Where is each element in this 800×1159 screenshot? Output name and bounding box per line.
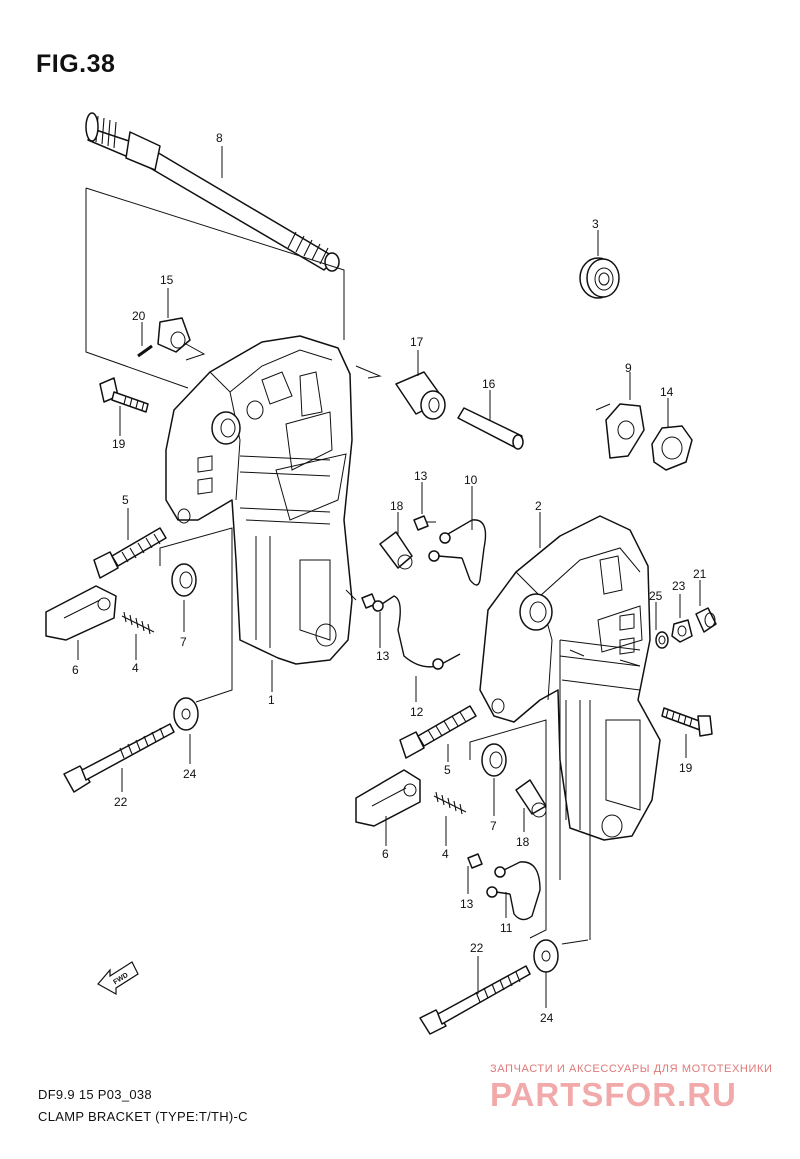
callout-5-left: 5 <box>122 493 129 507</box>
callout-5-right: 5 <box>444 763 451 777</box>
callout-20: 20 <box>132 309 146 323</box>
callout-19-left: 19 <box>112 437 126 451</box>
callout-13-c: 13 <box>460 897 474 911</box>
part-6-lever-left <box>45 585 117 641</box>
callout-13-a: 13 <box>414 469 428 483</box>
callout-12: 12 <box>410 705 424 719</box>
callout-7-right: 7 <box>490 819 497 833</box>
callout-21: 21 <box>693 567 707 581</box>
part-24-washer-right <box>533 939 559 973</box>
callout-8: 8 <box>216 131 223 145</box>
part-4-spring-right <box>433 791 467 815</box>
fwd-arrow-icon: FWD <box>97 961 139 996</box>
callout-22-right: 22 <box>470 941 484 955</box>
part-9-plate <box>605 403 645 459</box>
callout-19-right: 19 <box>679 761 693 775</box>
part-8-bolt <box>85 112 340 272</box>
figure-title: FIG.38 <box>36 50 116 78</box>
callout-10: 10 <box>464 473 478 487</box>
leader-lines <box>77 146 701 1008</box>
callout-1: 1 <box>268 693 275 707</box>
callout-14: 14 <box>660 385 674 399</box>
callout-11: 11 <box>500 921 513 935</box>
part-5-screw-left <box>93 527 167 579</box>
part-5-screw-right <box>399 705 477 759</box>
part-13-screw-c <box>467 853 483 869</box>
part-18-cap-upper <box>379 531 413 570</box>
callout-18-lower: 18 <box>516 835 530 849</box>
callout-17: 17 <box>410 335 424 349</box>
watermark-tagline: ЗАПЧАСТИ И АКСЕССУАРЫ ДЛЯ МОТОТЕХНИКИ <box>490 1063 773 1075</box>
callout-25: 25 <box>649 589 663 603</box>
part-20-pin <box>137 344 153 358</box>
part-6-lever-right <box>355 769 421 827</box>
part-13-screw-a <box>413 515 436 531</box>
callout-15: 15 <box>160 273 174 287</box>
part-12-wire <box>372 595 461 670</box>
callout-13-b: 13 <box>376 649 390 663</box>
callout-3: 3 <box>592 217 599 231</box>
part-22-bolt-right <box>419 965 531 1035</box>
watermark-site: PARTSFOR.RU <box>490 1076 737 1113</box>
callout-4-right: 4 <box>442 847 449 861</box>
callout-16: 16 <box>482 377 496 391</box>
part-24-washer-left <box>173 697 199 731</box>
part-18-cap-lower <box>515 779 547 818</box>
callout-6-left: 6 <box>72 663 79 677</box>
part-7-washer-left <box>171 563 197 597</box>
part-15-cap <box>157 317 191 353</box>
part-22-bolt-left <box>63 723 175 793</box>
part-7-washer-right <box>481 743 507 777</box>
callout-4-left: 4 <box>132 661 139 675</box>
part-23-nut <box>671 619 693 643</box>
part-11-wire <box>486 861 541 921</box>
part-25-washer <box>655 631 669 649</box>
callout-6-right: 6 <box>382 847 389 861</box>
callout-24-right: 24 <box>540 1011 554 1025</box>
callout-24-left: 24 <box>183 767 197 781</box>
part-10-wire <box>428 519 487 586</box>
part-19-bolt-left <box>99 377 149 413</box>
figure-caption: CLAMP BRACKET (TYPE:T/TH)-C <box>38 1109 248 1124</box>
part-21-cap <box>695 607 717 633</box>
part-17-bushing <box>395 371 446 420</box>
part-2-clamp-bracket-right <box>479 515 661 841</box>
callout-2: 2 <box>535 499 542 513</box>
callout-23: 23 <box>672 579 686 593</box>
part-3-bushing <box>579 257 620 299</box>
part-4-spring-left <box>121 611 155 635</box>
part-1-clamp-bracket-left <box>165 335 353 665</box>
callout-7-left: 7 <box>180 635 187 649</box>
callout-9: 9 <box>625 361 632 375</box>
part-16-pin <box>457 407 524 450</box>
model-code: DF9.9 15 P03_038 <box>38 1087 152 1102</box>
part-14-nut <box>651 425 693 471</box>
part-19-bolt-right <box>661 707 713 737</box>
callout-18-upper: 18 <box>390 499 404 513</box>
callout-22-left: 22 <box>114 795 128 809</box>
callout-labels: 8 3 15 20 17 16 9 14 19 13 10 18 2 5 25 … <box>72 131 707 1025</box>
